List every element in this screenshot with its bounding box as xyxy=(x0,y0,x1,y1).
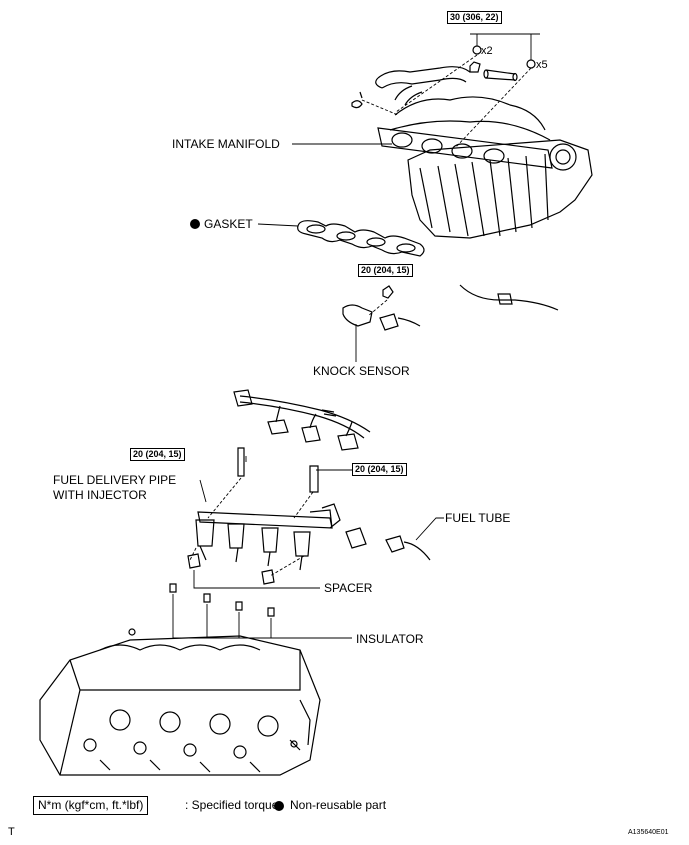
intake-manifold-drawing xyxy=(351,33,593,239)
injector-harness-drawing xyxy=(233,389,371,451)
label-fuel-delivery-pipe-line2: WITH INJECTOR xyxy=(53,488,147,502)
cylinder-head-drawing xyxy=(39,628,321,776)
legend-non-reusable-dot xyxy=(274,801,284,811)
label-gasket: GASKET xyxy=(204,217,253,231)
quantity-x5: x5 xyxy=(536,59,548,71)
torque-spec-manifold: 30 (306, 22) xyxy=(447,11,502,24)
torque-spec-pipe-left: 20 (204, 15) xyxy=(130,448,185,461)
figure-id: A135640E01 xyxy=(628,829,669,836)
fuel-delivery-pipe-drawing xyxy=(189,447,341,577)
gasket-drawing xyxy=(297,220,425,257)
label-fuel-delivery-pipe: FUEL DELIVERY PIPE xyxy=(53,473,177,487)
non-reusable-marker-gasket xyxy=(190,219,200,229)
quantity-x2: x2 xyxy=(481,45,493,57)
label-intake-manifold: INTAKE MANIFOLD xyxy=(172,137,280,151)
legend-torque-unit: N*m (kgf*cm, ft.*lbf) xyxy=(33,796,149,815)
torque-spec-pipe-right: 20 (204, 15) xyxy=(352,463,407,476)
label-spacer: SPACER xyxy=(324,581,373,595)
legend-non-reusable: Non-reusable part xyxy=(290,798,387,812)
label-insulator: INSULATOR xyxy=(356,632,424,646)
torque-spec-knock-sensor: 20 (204, 15) xyxy=(358,264,413,277)
label-fuel-tube: FUEL TUBE xyxy=(445,511,511,525)
legend-specified-torque: : Specified torque xyxy=(185,798,279,812)
knock-sensor-drawing xyxy=(342,285,421,331)
footer-left-mark: T xyxy=(8,826,15,838)
label-knock-sensor: KNOCK SENSOR xyxy=(313,364,410,378)
